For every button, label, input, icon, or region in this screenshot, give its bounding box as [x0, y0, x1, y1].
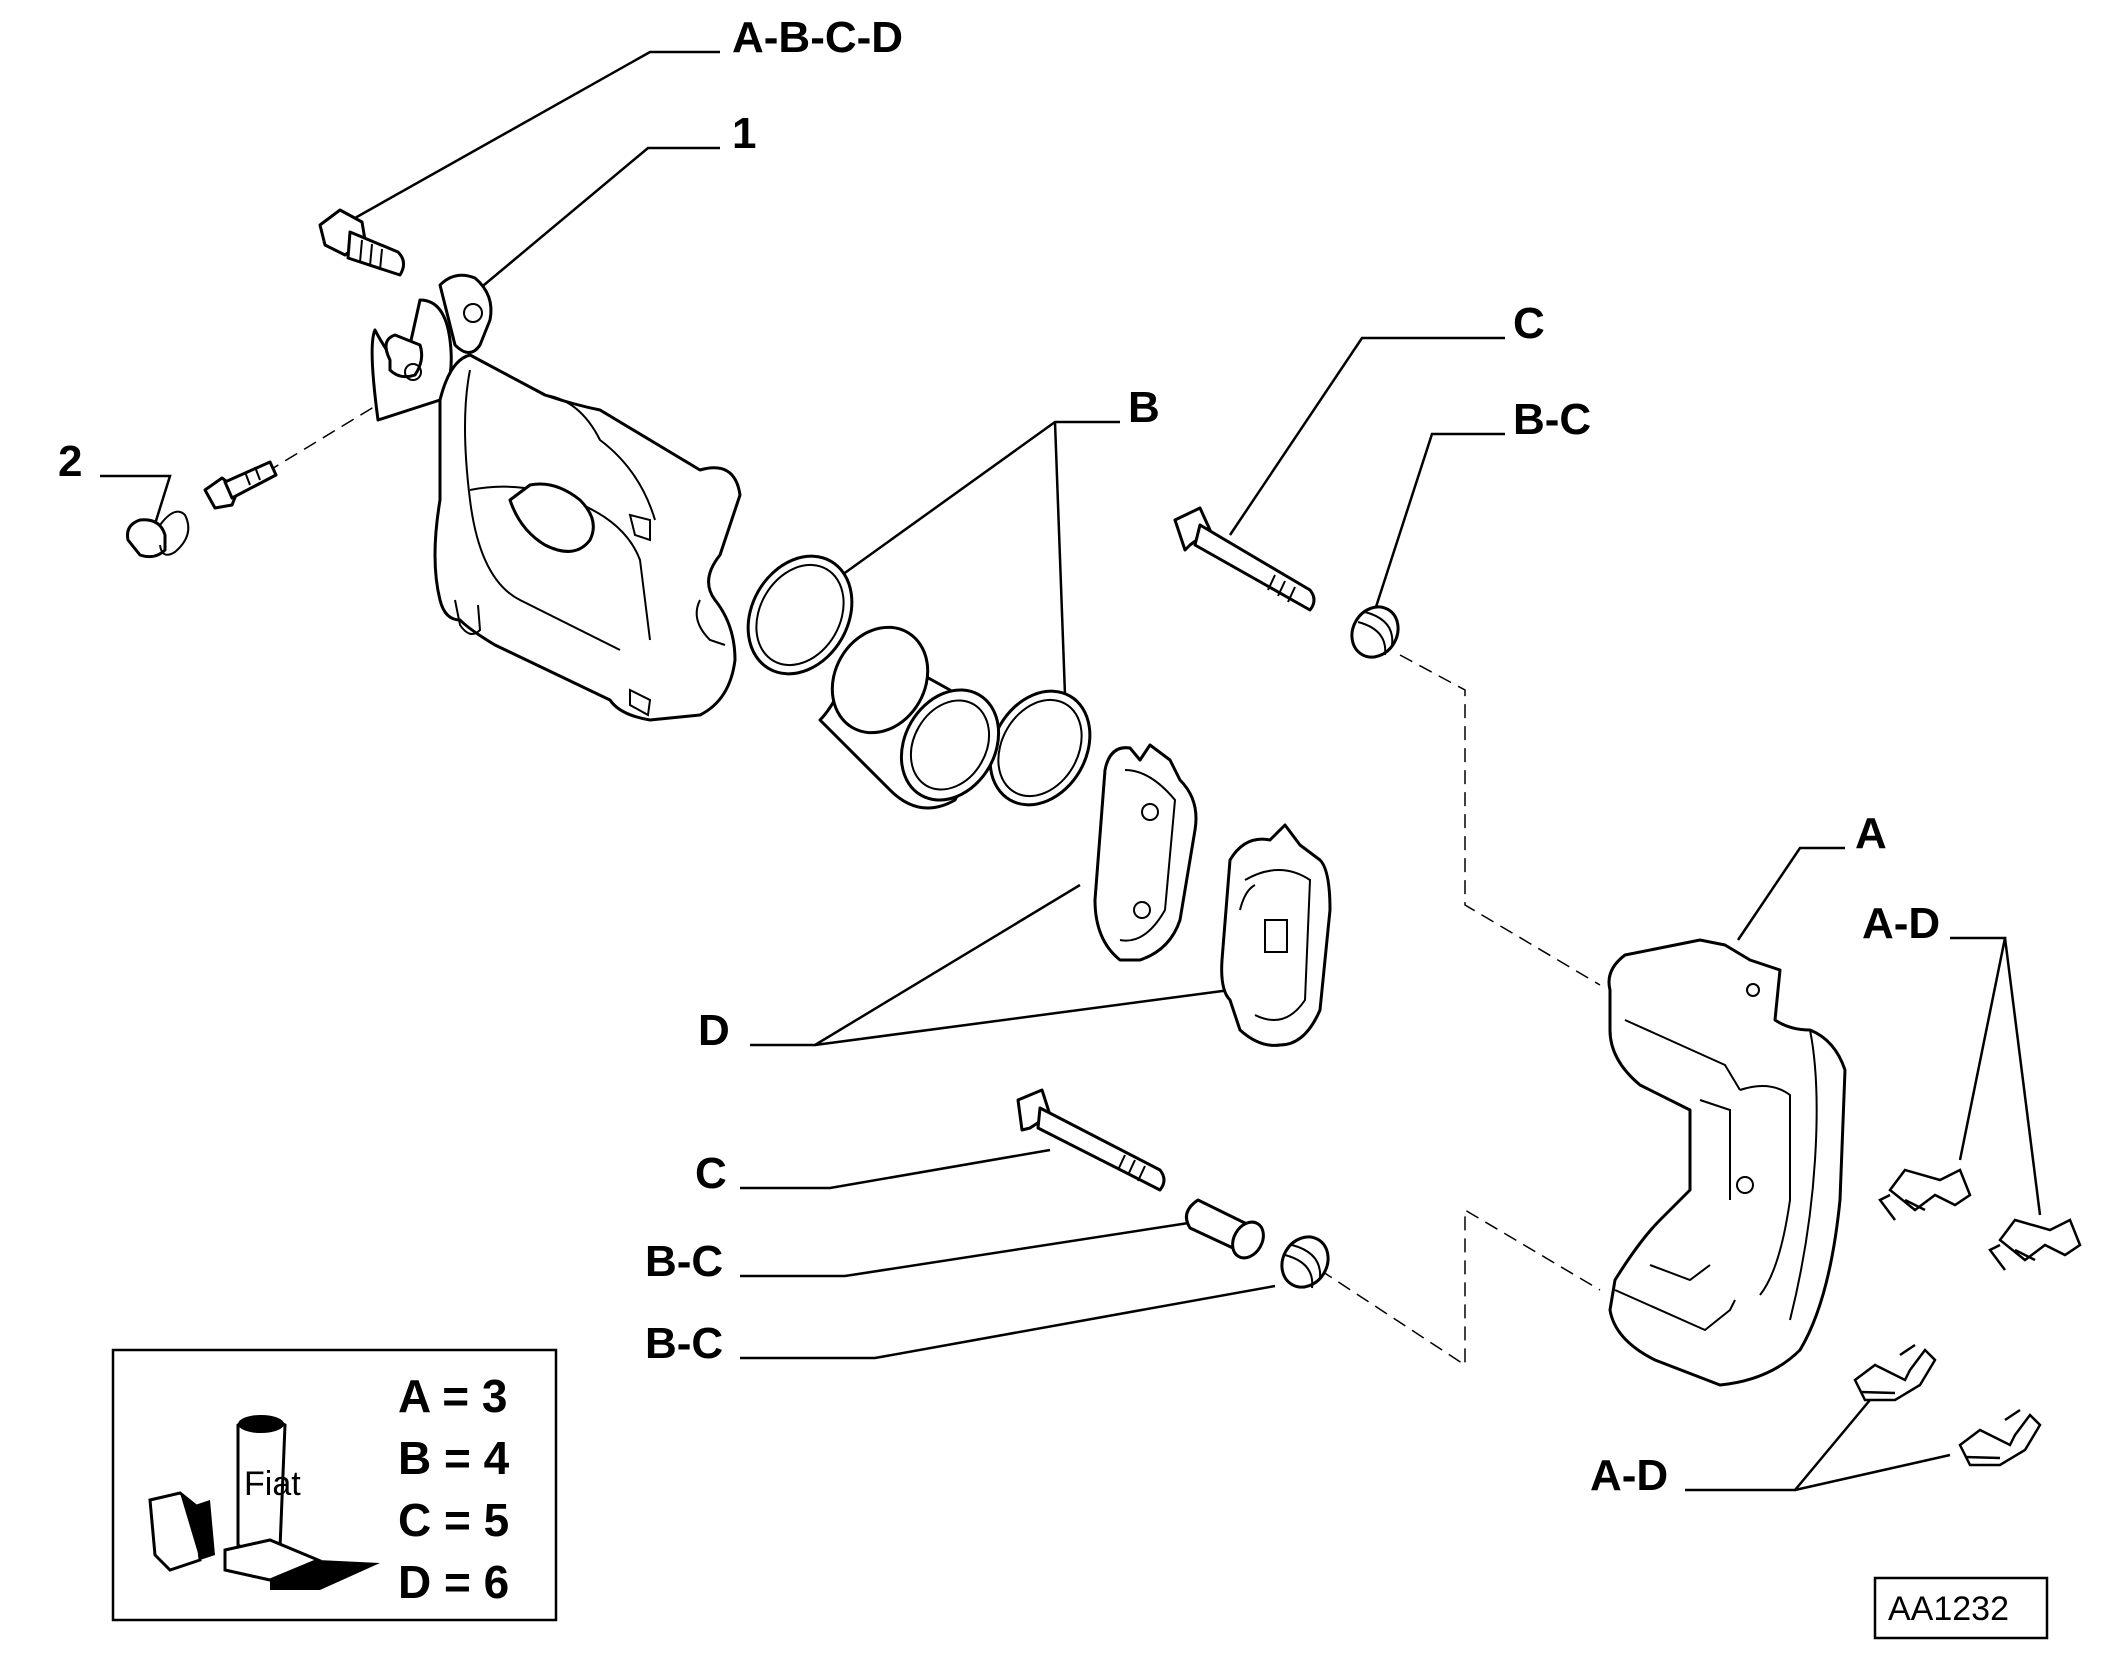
label-bc-mid: B-C: [645, 1237, 723, 1286]
clip-lower-left: [1853, 1343, 1937, 1402]
leader-d: [750, 883, 1081, 1047]
leader-c-top: [1228, 336, 1505, 536]
reference-code-box: AA1232: [1873, 1576, 2049, 1640]
leader-ad-lower2: [1794, 1453, 1951, 1492]
leader-d2: [814, 988, 1231, 1047]
leader-ad-upper: [1950, 936, 2007, 1161]
leader-b: [834, 420, 1120, 582]
piston: [818, 625, 1001, 810]
label-ad-upper: A-D: [1862, 899, 1940, 948]
label-ad-lower: A-D: [1590, 1451, 1668, 1500]
leader-1: [477, 146, 720, 291]
callout-labels: A-B-C-D 1 2 B C B-C D A A-D C B-C B-C A-…: [58, 13, 1940, 1500]
reference-code: AA1232: [1888, 1590, 2009, 1628]
label-c-lower: C: [695, 1149, 727, 1198]
leader-bc-low: [740, 1284, 1276, 1360]
legend-item-b: B = 4: [398, 1432, 510, 1484]
leader-lines: [100, 50, 2042, 1492]
leader-bc-mid: [740, 1220, 1196, 1278]
label-2: 2: [58, 437, 82, 486]
top-bolt: [318, 208, 405, 277]
label-abcd: A-B-C-D: [732, 13, 903, 62]
label-d: D: [698, 1006, 730, 1055]
leader-c-lower: [740, 1148, 1051, 1190]
label-c-top: C: [1513, 299, 1545, 348]
label-a: A: [1855, 809, 1887, 858]
clip-upper-left: [1878, 1168, 1972, 1221]
brake-pad-inner: [1093, 743, 1198, 962]
brake-pad-outer: [1220, 823, 1332, 1047]
guide-pin-upper: [1173, 506, 1316, 612]
package-icon: Fiat: [148, 1415, 380, 1590]
legend-item-a: A = 3: [398, 1370, 508, 1422]
legend-box: Fiat A = 3 B = 4 C = 5 D = 6: [111, 1348, 558, 1622]
leader-ad-upper2: [2003, 937, 2042, 1216]
label-bc-low: B-C: [645, 1319, 723, 1368]
label-bc-top: B-C: [1513, 395, 1591, 444]
piston-seals: [746, 554, 1092, 807]
label-1: 1: [732, 109, 756, 158]
boot-upper: [1350, 605, 1400, 659]
legend-item-d: D = 6: [398, 1556, 509, 1608]
legend-item-c: C = 5: [398, 1494, 509, 1546]
caliper-body: [370, 273, 742, 722]
bleed-screw: [126, 460, 278, 559]
clip-lower-right: [1958, 1408, 2042, 1467]
boot-lower: [1280, 1235, 1330, 1289]
label-b: B: [1128, 383, 1160, 432]
leader-abcd: [354, 50, 720, 220]
leader-2: [100, 474, 172, 541]
sleeve-lower: [1184, 1198, 1265, 1260]
package-brand-label: Fiat: [244, 1465, 301, 1503]
clip-upper-right: [1988, 1218, 2082, 1271]
caliper-bracket: [1607, 938, 1847, 1387]
leader-a: [1736, 846, 1845, 941]
leader-ad-lower: [1685, 1399, 1871, 1492]
leader-b2: [1053, 421, 1067, 696]
guide-pin-lower: [1016, 1088, 1166, 1192]
leader-bc-top: [1373, 432, 1505, 611]
